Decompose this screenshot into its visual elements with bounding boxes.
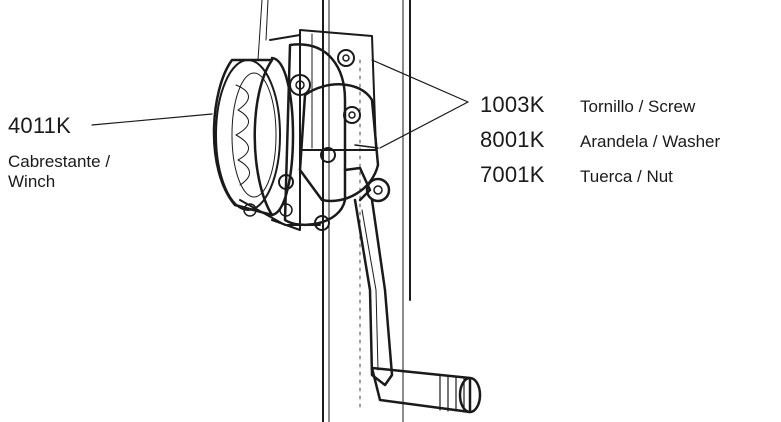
crank-grip <box>370 366 482 414</box>
gear-housing <box>298 83 380 203</box>
washer-part-description: Arandela / Washer <box>580 132 721 151</box>
screw-part-description: Tornillo / Screw <box>580 97 696 116</box>
winch-drum <box>212 0 301 231</box>
leader-lines <box>91 59 469 149</box>
screw-part-code: 1003K <box>480 92 545 117</box>
nut-part-code: 7001K <box>480 162 545 187</box>
winch-part-description-line2: Winch <box>8 172 56 191</box>
nut-part-description: Tuerca / Nut <box>580 167 673 186</box>
winch-part-code: 4011K <box>8 113 71 138</box>
crank-handle <box>343 166 394 387</box>
washer-part-code: 8001K <box>480 127 545 152</box>
side-plate <box>239 43 347 231</box>
winch-part-description-line1: Cabrestante / <box>8 152 111 171</box>
